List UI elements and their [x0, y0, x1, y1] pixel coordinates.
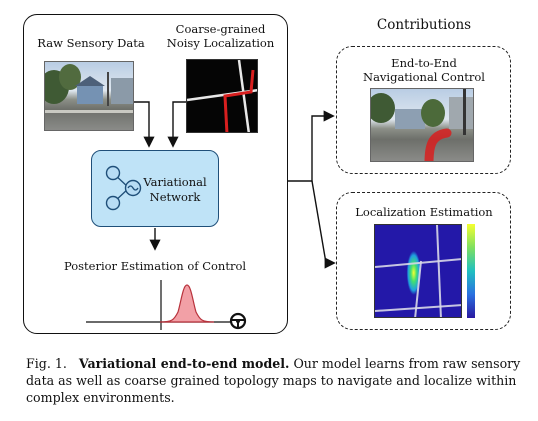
variational-network-box: [91, 150, 219, 227]
contributions-title: Contributions: [376, 17, 472, 33]
posterior-label: Posterior Estimation of Control: [63, 259, 247, 273]
localization-label: Localization Estimation: [355, 205, 493, 219]
e2e-label-line2: Navigational Control: [363, 70, 485, 84]
raw-sensory-label: Raw Sensory Data: [37, 36, 145, 50]
figure-caption: Fig. 1. Variational end-to-end model. Ou…: [26, 355, 526, 406]
arrow-raw-to-network: [134, 101, 155, 148]
caption-fig-number: Fig. 1.: [26, 356, 67, 371]
caption-body: Our model learns from raw sensory data a…: [26, 356, 521, 405]
posterior-density-curve: [159, 284, 215, 323]
coarse-label-line1: Coarse-grained: [175, 22, 266, 36]
coarse-map-graphic: [187, 60, 257, 132]
arrow-to-e2e-control: [288, 110, 335, 182]
arrow-map-to-network: [167, 101, 186, 148]
localization-panel: [336, 192, 511, 330]
latent-network-icon: [105, 165, 142, 211]
e2e-control-image: [370, 88, 474, 162]
coarse-label-line2: Noisy Localization: [166, 36, 275, 50]
heatmap-colorbar: [467, 224, 475, 318]
raw-sensory-image: [44, 61, 134, 131]
arrow-to-localization: [311, 180, 336, 269]
heatmap-road-grid: [375, 225, 461, 317]
caption-bold-title: Variational end-to-end model.: [78, 356, 290, 371]
steering-wheel-icon: [229, 312, 247, 330]
e2e-control-panel: [336, 46, 511, 174]
network-label-line1: Variational: [143, 175, 207, 189]
e2e-label-line1: End-to-End: [391, 56, 457, 70]
predicted-path: [424, 128, 452, 161]
network-label-line2: Network: [149, 190, 201, 204]
coarse-map-image: [186, 59, 258, 133]
posterior-plot: [86, 280, 247, 330]
model-panel: [23, 14, 288, 334]
localization-heatmap: [374, 224, 462, 318]
